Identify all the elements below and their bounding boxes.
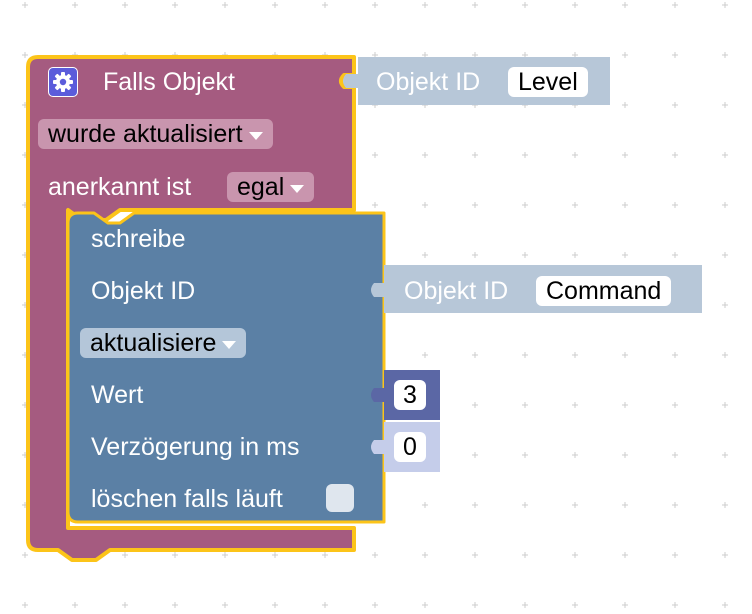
value-label: Wert [91, 381, 144, 409]
write-object-label: Objekt ID [91, 277, 196, 305]
chevron-down-icon [248, 131, 263, 140]
gear-icon[interactable] [48, 67, 78, 97]
chevron-down-icon [222, 340, 237, 349]
mode-dropdown[interactable]: aktualisiere [80, 328, 247, 358]
chevron-down-icon [290, 184, 305, 193]
value-number-field[interactable]: 3 [394, 380, 426, 410]
write-object-id-field[interactable]: Command [536, 276, 672, 306]
delay-number-field[interactable]: 0 [394, 432, 426, 462]
ack-label: anerkannt ist [48, 173, 192, 201]
event-dropdown[interactable]: wurde aktualisiert [38, 119, 273, 149]
trigger-object-label: Objekt ID [376, 68, 481, 96]
write-title: schreibe [91, 225, 186, 253]
write-object-block-label: Objekt ID [404, 277, 509, 305]
clear-label: löschen falls läuft [91, 485, 283, 513]
clear-checkbox[interactable] [326, 484, 354, 512]
delay-label: Verzögerung in ms [91, 433, 300, 461]
ack-dropdown[interactable]: egal [227, 172, 315, 202]
trigger-title: Falls Objekt [103, 68, 235, 96]
mode-dropdown-value: aktualisiere [90, 329, 217, 357]
trigger-object-id-field[interactable]: Level [508, 67, 588, 97]
ack-dropdown-value: egal [237, 173, 285, 201]
event-dropdown-value: wurde aktualisiert [48, 120, 243, 148]
